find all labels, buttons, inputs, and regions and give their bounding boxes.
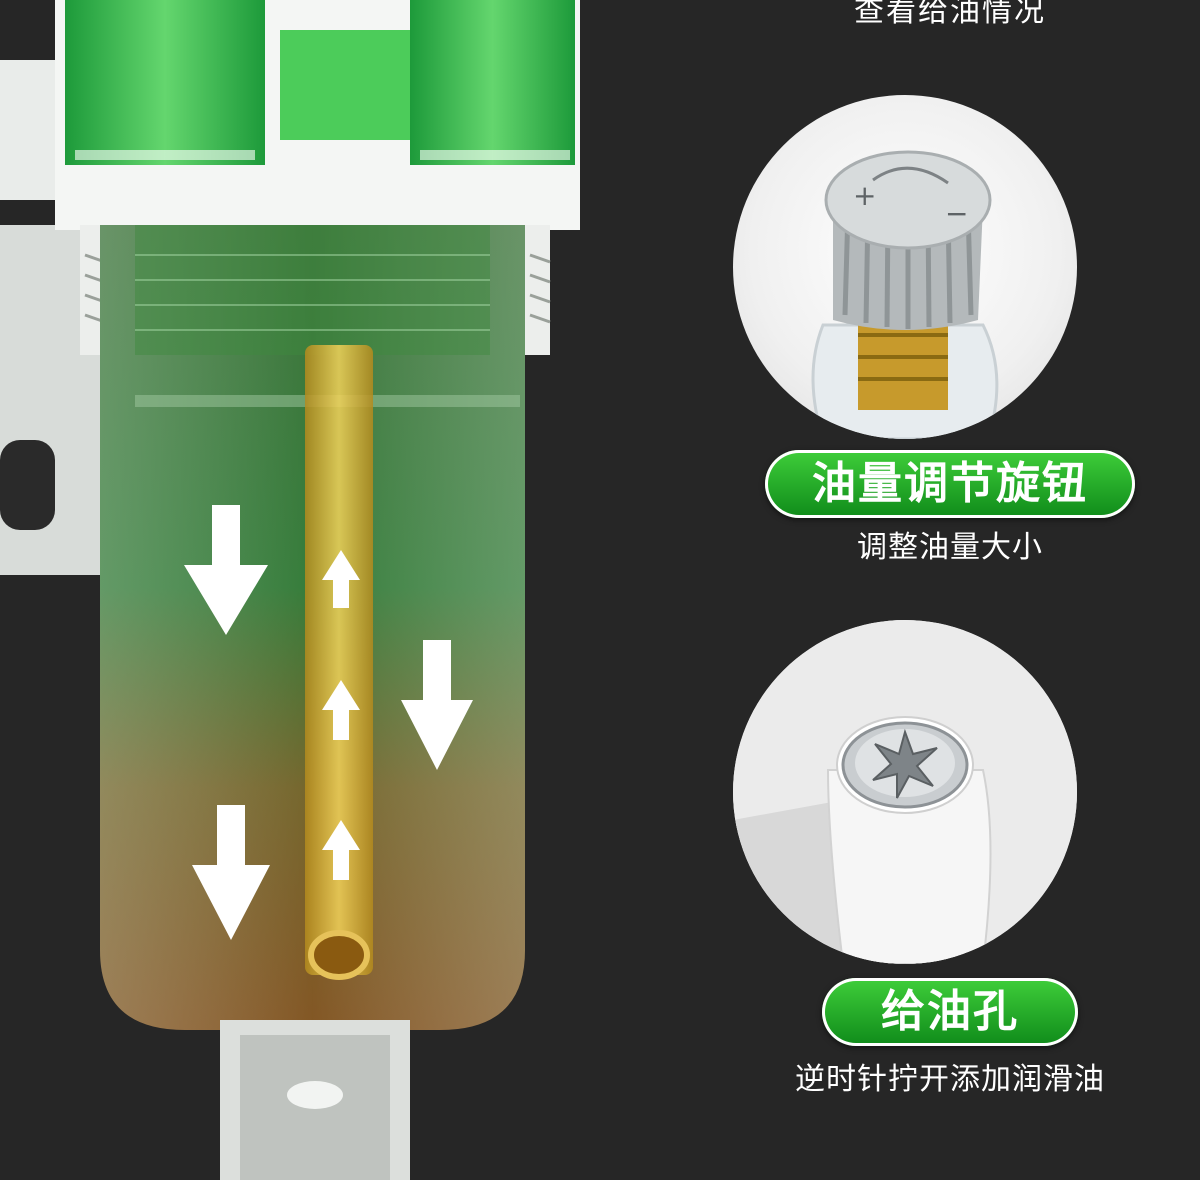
feature-fill-hole-subtitle: 逆时针拧开添加润滑油 [795,1062,1105,1097]
knob-plus-mark: + [853,179,876,212]
tube-inlet [308,930,370,980]
top-caption: 查看给油情况 [854,0,1046,29]
feature-fill-hole: 给油孔 逆时针拧开添加润滑油 [700,978,1200,1097]
flow-down-arrows [184,505,473,940]
bracket-slot [0,440,55,530]
feature-knob-title: 油量调节旋钮 [765,450,1135,518]
bowl-threads-inner [135,225,490,355]
screw-icon [733,620,1077,964]
green-port-right [410,0,575,165]
siphon-tube [305,345,373,975]
lubricator-cutaway-illustration [0,0,580,1180]
knob-minus-mark: − [945,197,968,230]
green-channel [280,30,410,140]
drain-valve [287,1081,343,1109]
knob-icon: + − [811,150,999,439]
green-port-left [65,0,265,165]
knob-detail-image: + − [733,95,1077,439]
fill-hole-detail-image [733,620,1077,964]
feature-knob: 油量调节旋钮 调整油量大小 [700,450,1200,565]
feature-fill-hole-title: 给油孔 [822,978,1078,1046]
flow-up-arrows [322,550,360,880]
feature-knob-subtitle: 调整油量大小 [857,530,1043,565]
